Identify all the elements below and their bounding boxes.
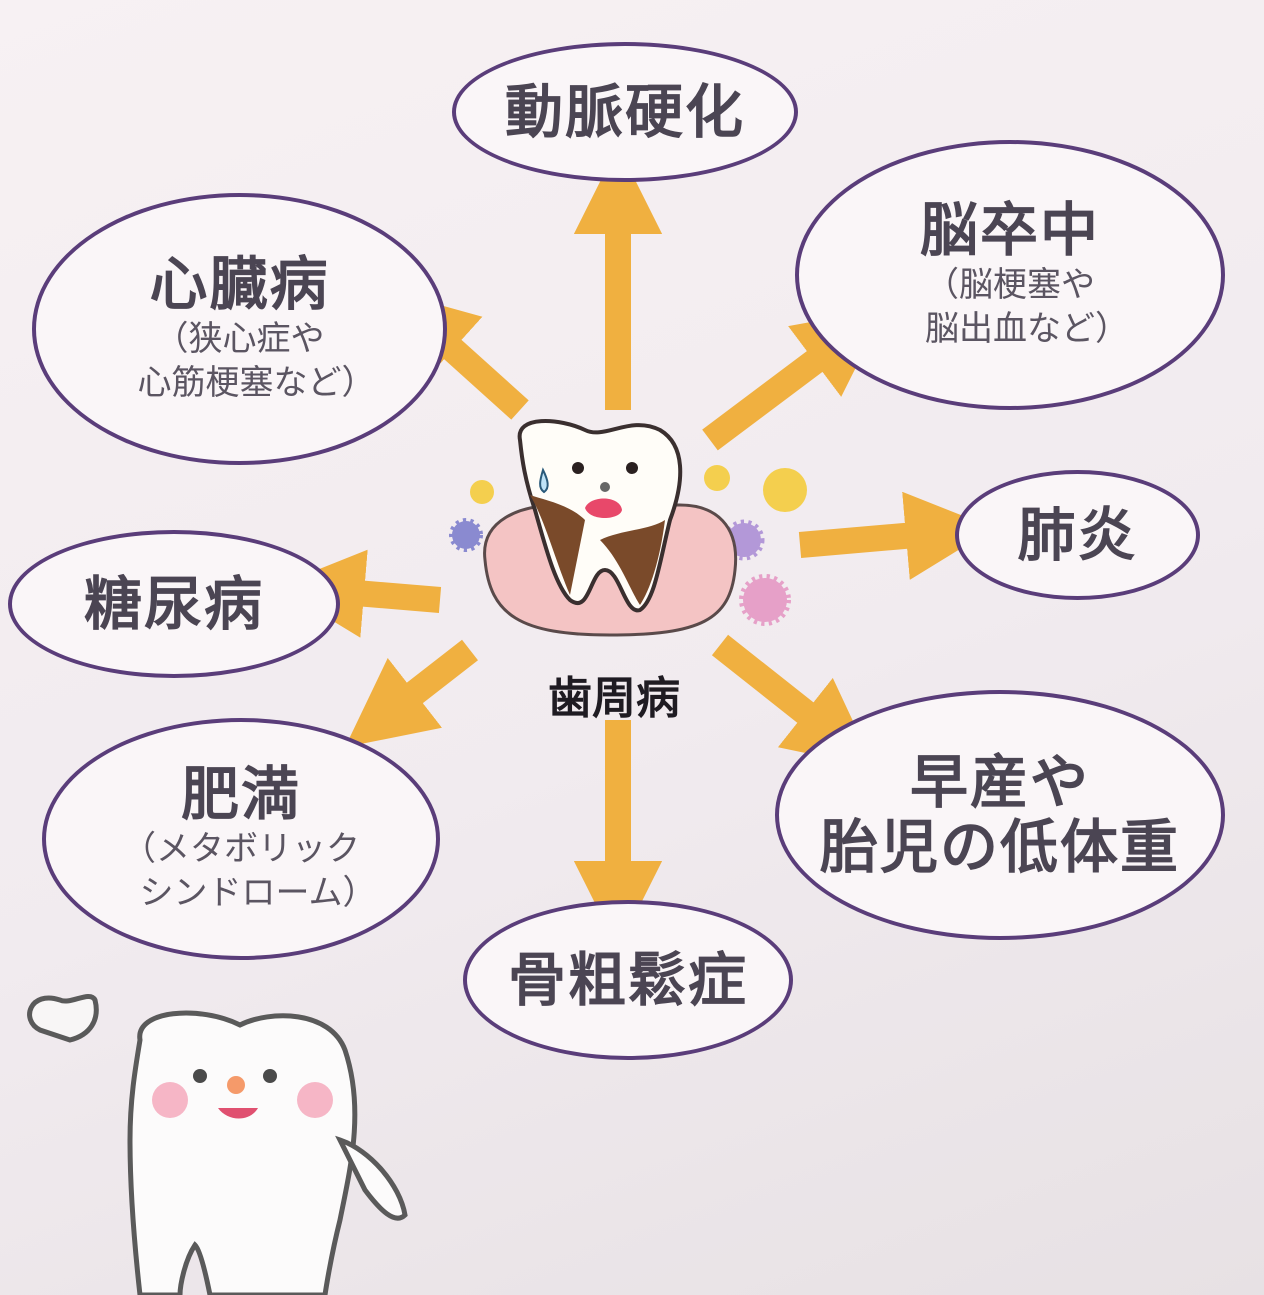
happy-tooth-mascot-icon	[27, 993, 408, 1295]
node-stroke: 脳卒中 （脳梗塞や 脳出血など）	[795, 140, 1225, 410]
nose	[600, 482, 610, 492]
yellow-germ-icon	[470, 480, 494, 504]
node-preterm-birth: 早産や 胎児の低体重	[775, 690, 1225, 940]
node-subtitle: （脳梗塞や 脳出血など）	[924, 265, 1129, 350]
pink-germ-icon	[739, 574, 791, 626]
yellow-germ-icon	[704, 465, 730, 491]
mouth	[585, 498, 622, 518]
purple-germ-icon	[449, 518, 483, 552]
sick-tooth-icon	[517, 419, 683, 613]
node-osteoporosis: 骨粗鬆症	[463, 900, 793, 1060]
node-subtitle: （メタボリック シンドローム）	[121, 829, 377, 914]
node-title: 心臓病	[149, 250, 330, 319]
node-title: 糖尿病	[83, 569, 264, 638]
arrow-to-pneumonia	[798, 491, 995, 580]
center-label-periodontal-disease: 歯周病	[548, 673, 680, 724]
bacteria-group	[449, 465, 807, 626]
node-diabetes: 糖尿病	[8, 530, 340, 678]
node-title: 肥満	[180, 760, 301, 829]
nose	[227, 1076, 245, 1094]
arrows	[275, 145, 995, 950]
node-obesity: 肥満 （メタボリック シンドローム）	[42, 718, 440, 960]
node-heart-disease: 心臓病 （狭心症や 心筋梗塞など）	[32, 193, 447, 465]
node-subtitle: （狭心症や 心筋梗塞など）	[137, 319, 376, 404]
node-arteriosclerosis: 動脈硬化	[452, 42, 798, 182]
arrow-to-diabetes	[275, 549, 442, 638]
arrow-to-obesity	[345, 639, 478, 748]
node-title: 早産や 胎児の低体重	[819, 748, 1180, 881]
node-pneumonia: 肺炎	[955, 470, 1200, 600]
sweat-drop-icon	[539, 467, 549, 494]
arrow-to-preterm	[711, 634, 875, 768]
node-title: 動脈硬化	[504, 77, 745, 146]
arrow-to-stroke	[702, 308, 886, 451]
yellow-germ-icon	[763, 468, 807, 512]
node-title: 骨粗鬆症	[507, 945, 748, 1014]
node-title: 肺炎	[1017, 500, 1138, 569]
node-title: 脳卒中	[919, 196, 1100, 265]
